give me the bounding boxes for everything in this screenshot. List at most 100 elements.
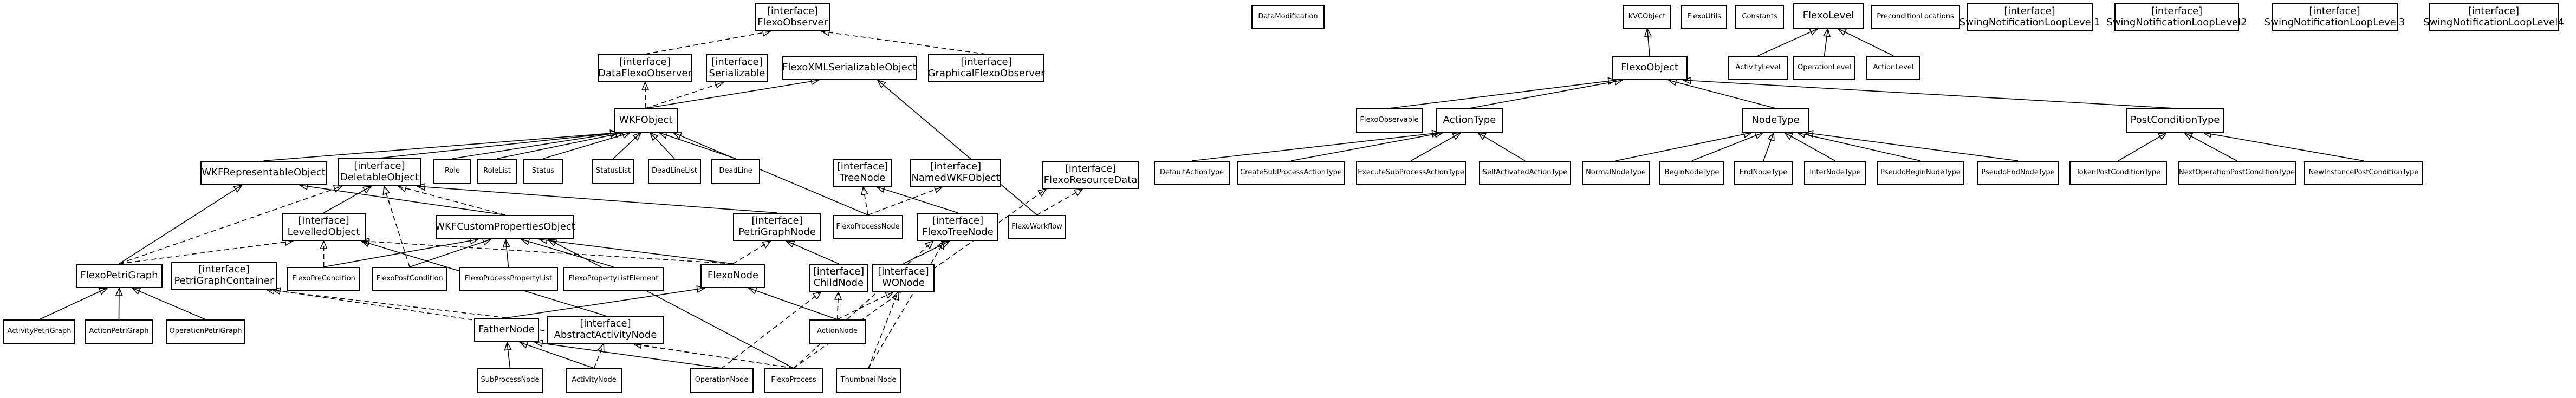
class-box-operation-petri-graph[interactable]: OperationPetriGraph — [166, 319, 245, 344]
class-box-precondition-locations[interactable]: PreconditionLocations — [1871, 5, 1960, 29]
class-name: FlexoWorkflow — [1011, 223, 1062, 231]
class-box-begin-node-type[interactable]: BeginNodeType — [1659, 161, 1724, 185]
class-box-flexo-post-condition[interactable]: FlexoPostCondition — [372, 267, 447, 291]
class-box-flexo-pre-condition[interactable]: FlexoPreCondition — [287, 267, 360, 291]
class-box-tree-node[interactable]: [interface]TreeNode — [833, 159, 892, 187]
interface-stereotype: [interface] — [813, 266, 865, 278]
class-name: ActionPetriGraph — [89, 327, 149, 336]
class-box-activity-petri-graph[interactable]: ActivityPetriGraph — [3, 319, 75, 344]
class-box-flexo-node[interactable]: FlexoNode — [700, 264, 765, 288]
class-box-petri-graph-node[interactable]: [interface]PetriGraphNode — [733, 213, 821, 241]
class-box-action-petri-graph[interactable]: ActionPetriGraph — [85, 319, 153, 344]
class-box-kvc-object[interactable]: KVCObject — [1623, 5, 1671, 29]
class-box-role[interactable]: Role — [433, 159, 471, 184]
class-box-node-type[interactable]: NodeType — [1742, 108, 1809, 133]
class-box-flexo-observable[interactable]: FlexoObservable — [1356, 108, 1423, 133]
class-box-swing-notification-loop-level2[interactable]: [interface]SwingNotificationLoopLevel2 — [2106, 3, 2247, 31]
class-box-pseudo-end-node-type[interactable]: PseudoEndNodeType — [1977, 161, 2059, 185]
class-box-post-condition-type[interactable]: PostConditionType — [2126, 108, 2224, 133]
class-box-next-operation-post-condition-type[interactable]: NextOperationPostConditionType — [2178, 161, 2296, 185]
class-box-execute-sub-process-action-type[interactable]: ExecuteSubProcessActionType — [1356, 161, 1466, 185]
class-name: FlexoProcess — [771, 376, 816, 384]
class-box-inter-node-type[interactable]: InterNodeType — [1804, 161, 1866, 185]
class-name: PreconditionLocations — [1877, 12, 1954, 21]
realization-edge-flexo-process-to-flexo-tree-node — [793, 241, 933, 369]
class-box-flexo-utils[interactable]: FlexoUtils — [1681, 5, 1727, 29]
class-box-graphical-flexo-observer[interactable]: [interface]GraphicalFlexoObserver — [928, 54, 1044, 82]
class-box-sub-process-node[interactable]: SubProcessNode — [477, 368, 543, 393]
class-name: NamedWKFObject — [911, 172, 1000, 184]
class-box-petri-graph-container[interactable]: [interface]PetriGraphContainer — [171, 262, 277, 290]
class-box-constants[interactable]: Constants — [1735, 5, 1784, 29]
class-box-operation-node[interactable]: OperationNode — [690, 368, 754, 393]
class-box-status[interactable]: Status — [523, 159, 563, 184]
class-box-token-post-condition-type[interactable]: TokenPostConditionType — [2069, 161, 2167, 185]
class-box-flexo-resource-data[interactable]: [interface]FlexoResourceData — [1042, 161, 1139, 189]
class-box-flexo-workflow[interactable]: FlexoWorkflow — [1008, 215, 1066, 239]
class-box-data-flexo-observer[interactable]: [interface]DataFlexoObserver — [598, 54, 692, 82]
class-box-swing-notification-loop-level1[interactable]: [interface]SwingNotificationLoopLevel1 — [1959, 3, 2100, 31]
class-box-activity-node[interactable]: ActivityNode — [566, 368, 622, 393]
class-box-dead-line[interactable]: DeadLine — [711, 159, 760, 184]
class-box-pseudo-begin-node-type[interactable]: PseudoBeginNodeType — [1877, 161, 1964, 185]
class-box-flexo-process-node[interactable]: FlexoProcessNode — [833, 215, 903, 239]
class-box-levelled-object[interactable]: [interface]LevelledObject — [282, 213, 366, 241]
generalization-edge-wkf-object-to-flexo-xml-serializable-object — [645, 80, 819, 109]
class-box-status-list[interactable]: StatusList — [592, 159, 634, 184]
class-box-deletable-object[interactable]: [interface]DeletableObject — [338, 158, 421, 186]
class-box-flexo-tree-node[interactable]: [interface]FlexoTreeNode — [917, 213, 998, 241]
realization-edge-flexo-node-to-levelled-object — [361, 241, 734, 264]
interface-stereotype: [interface] — [2468, 5, 2520, 17]
class-box-father-node[interactable]: FatherNode — [474, 318, 539, 342]
generalization-edge-token-post-condition-type-to-post-condition-type — [2118, 133, 2166, 161]
realization-edge-flexo-process-to-abstract-activity-node — [634, 344, 794, 369]
class-box-operation-level[interactable]: OperationLevel — [1793, 56, 1855, 80]
class-name: SwingNotificationLoopLevel1 — [1959, 17, 2100, 28]
class-box-self-activated-action-type[interactable]: SelfActivatedActionType — [1479, 161, 1571, 185]
class-box-role-list[interactable]: RoleList — [477, 159, 517, 184]
class-box-normal-node-type[interactable]: NormalNodeType — [1582, 161, 1650, 185]
class-box-flexo-property-list-element[interactable]: FlexoPropertyListElement — [563, 267, 664, 291]
class-box-action-node[interactable]: ActionNode — [809, 319, 866, 344]
class-box-action-level[interactable]: ActionLevel — [1866, 56, 1920, 80]
class-box-action-type[interactable]: ActionType — [1436, 108, 1503, 133]
class-box-thumbnail-node[interactable]: ThumbnailNode — [836, 368, 901, 393]
generalization-edge-pseudo-begin-node-type-to-node-type — [1798, 133, 1921, 161]
class-name: FlexoPostCondition — [376, 275, 443, 283]
class-box-flexo-process[interactable]: FlexoProcess — [764, 368, 823, 393]
class-box-wkf-custom-properties-object[interactable]: WKFCustomPropertiesObject — [435, 215, 575, 239]
class-box-create-sub-process-action-type[interactable]: CreateSubProcessActionType — [1237, 161, 1345, 185]
class-box-child-node[interactable]: [interface]ChildNode — [809, 264, 868, 292]
generalization-edge-operation-level-to-flexo-level — [1825, 29, 1828, 56]
class-box-dead-line-list[interactable]: DeadLineList — [648, 159, 701, 184]
class-box-abstract-activity-node[interactable]: [interface]AbstractActivityNode — [547, 316, 664, 344]
class-box-swing-notification-loop-level3[interactable]: [interface]SwingNotificationLoopLevel3 — [2264, 3, 2405, 31]
class-box-flexo-level[interactable]: FlexoLevel — [1793, 3, 1864, 29]
class-box-wo-node[interactable]: [interface]WONode — [872, 264, 935, 292]
class-name: ActionNode — [817, 327, 858, 336]
class-box-serializable[interactable]: [interface]Serializable — [706, 54, 768, 82]
class-name: TokenPostConditionType — [2075, 168, 2161, 177]
class-box-swing-notification-loop-level4[interactable]: [interface]SwingNotificationLoopLevel4 — [2423, 3, 2564, 31]
generalization-edge-create-sub-process-action-type-to-action-type — [1290, 133, 1443, 161]
class-name: FlexoXMLSerializableObject — [782, 62, 917, 74]
class-name: PetriGraphContainer — [174, 275, 274, 286]
class-box-flexo-process-property-list[interactable]: FlexoProcessPropertyList — [459, 267, 558, 291]
class-name: DeadLine — [719, 167, 752, 175]
class-box-end-node-type[interactable]: EndNodeType — [1734, 161, 1793, 185]
class-box-flexo-xml-serializable-object[interactable]: FlexoXMLSerializableObject — [782, 56, 917, 80]
class-box-wkf-representable-object[interactable]: WKFRepresentableObject — [200, 161, 327, 185]
class-box-named-wkf-object[interactable]: [interface]NamedWKFObject — [910, 159, 1001, 187]
class-box-new-instance-post-condition-type[interactable]: NewInstancePostConditionType — [2304, 161, 2423, 185]
generalization-edge-child-node-to-petri-graph-node — [787, 241, 839, 264]
class-box-flexo-object[interactable]: FlexoObject — [1612, 56, 1688, 80]
class-name: Role — [444, 167, 460, 175]
class-box-flexo-petri-graph[interactable]: FlexoPetriGraph — [76, 264, 163, 288]
interface-stereotype: [interface] — [836, 161, 888, 173]
class-box-data-modification[interactable]: DataModification — [1251, 5, 1325, 29]
class-box-activity-level[interactable]: ActivityLevel — [1728, 56, 1788, 80]
class-box-flexo-observer[interactable]: [interface]FlexoObserver — [755, 3, 830, 31]
class-box-wkf-object[interactable]: WKFObject — [614, 108, 678, 133]
realization-edge-flexo-workflow-to-flexo-resource-data — [1036, 189, 1082, 216]
class-box-default-action-type[interactable]: DefaultActionType — [1154, 161, 1230, 185]
